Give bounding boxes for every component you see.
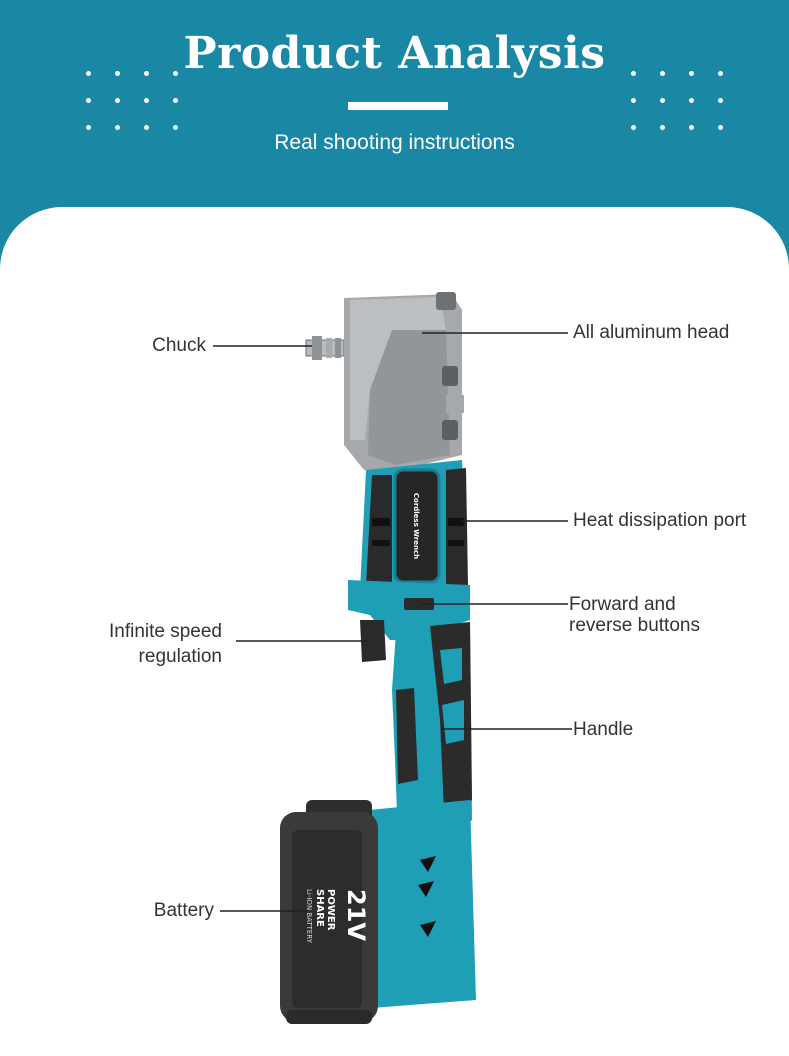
label-heat-dissipation: Heat dissipation port xyxy=(573,510,747,531)
label-speed-2: regulation xyxy=(138,646,222,667)
label-chuck: Chuck xyxy=(152,335,206,356)
battery-pack xyxy=(280,800,378,1024)
page-subtitle: Real shooting instructions xyxy=(274,131,515,154)
label-aluminum-head: All aluminum head xyxy=(573,322,730,343)
label-speed-1: Infinite speed xyxy=(108,621,222,642)
label-battery: Battery xyxy=(153,900,214,921)
chuck-part xyxy=(305,336,345,360)
battery-brand-1-text: POWER xyxy=(325,889,336,931)
battery-voltage-text: 21V xyxy=(342,889,370,941)
label-forward-reverse-2: reverse buttons xyxy=(569,615,700,636)
grip-section xyxy=(348,580,472,840)
motor-housing xyxy=(360,460,468,590)
battery-type-text: Li-ION BATTERY xyxy=(305,889,313,944)
tool-side-label: Cordless Wrench xyxy=(412,493,420,559)
title-underline xyxy=(348,102,448,110)
aluminum-head xyxy=(344,292,464,470)
label-forward-reverse-1: Forward and xyxy=(569,594,676,615)
battery-brand-2-text: SHARE xyxy=(314,889,325,927)
page-title: Product Analysis xyxy=(183,28,606,79)
decorative-dots-right xyxy=(631,71,723,130)
battery-mount xyxy=(370,800,476,1008)
label-handle: Handle xyxy=(573,719,634,740)
callout-lines xyxy=(213,332,572,912)
decorative-dots-left xyxy=(86,71,178,130)
